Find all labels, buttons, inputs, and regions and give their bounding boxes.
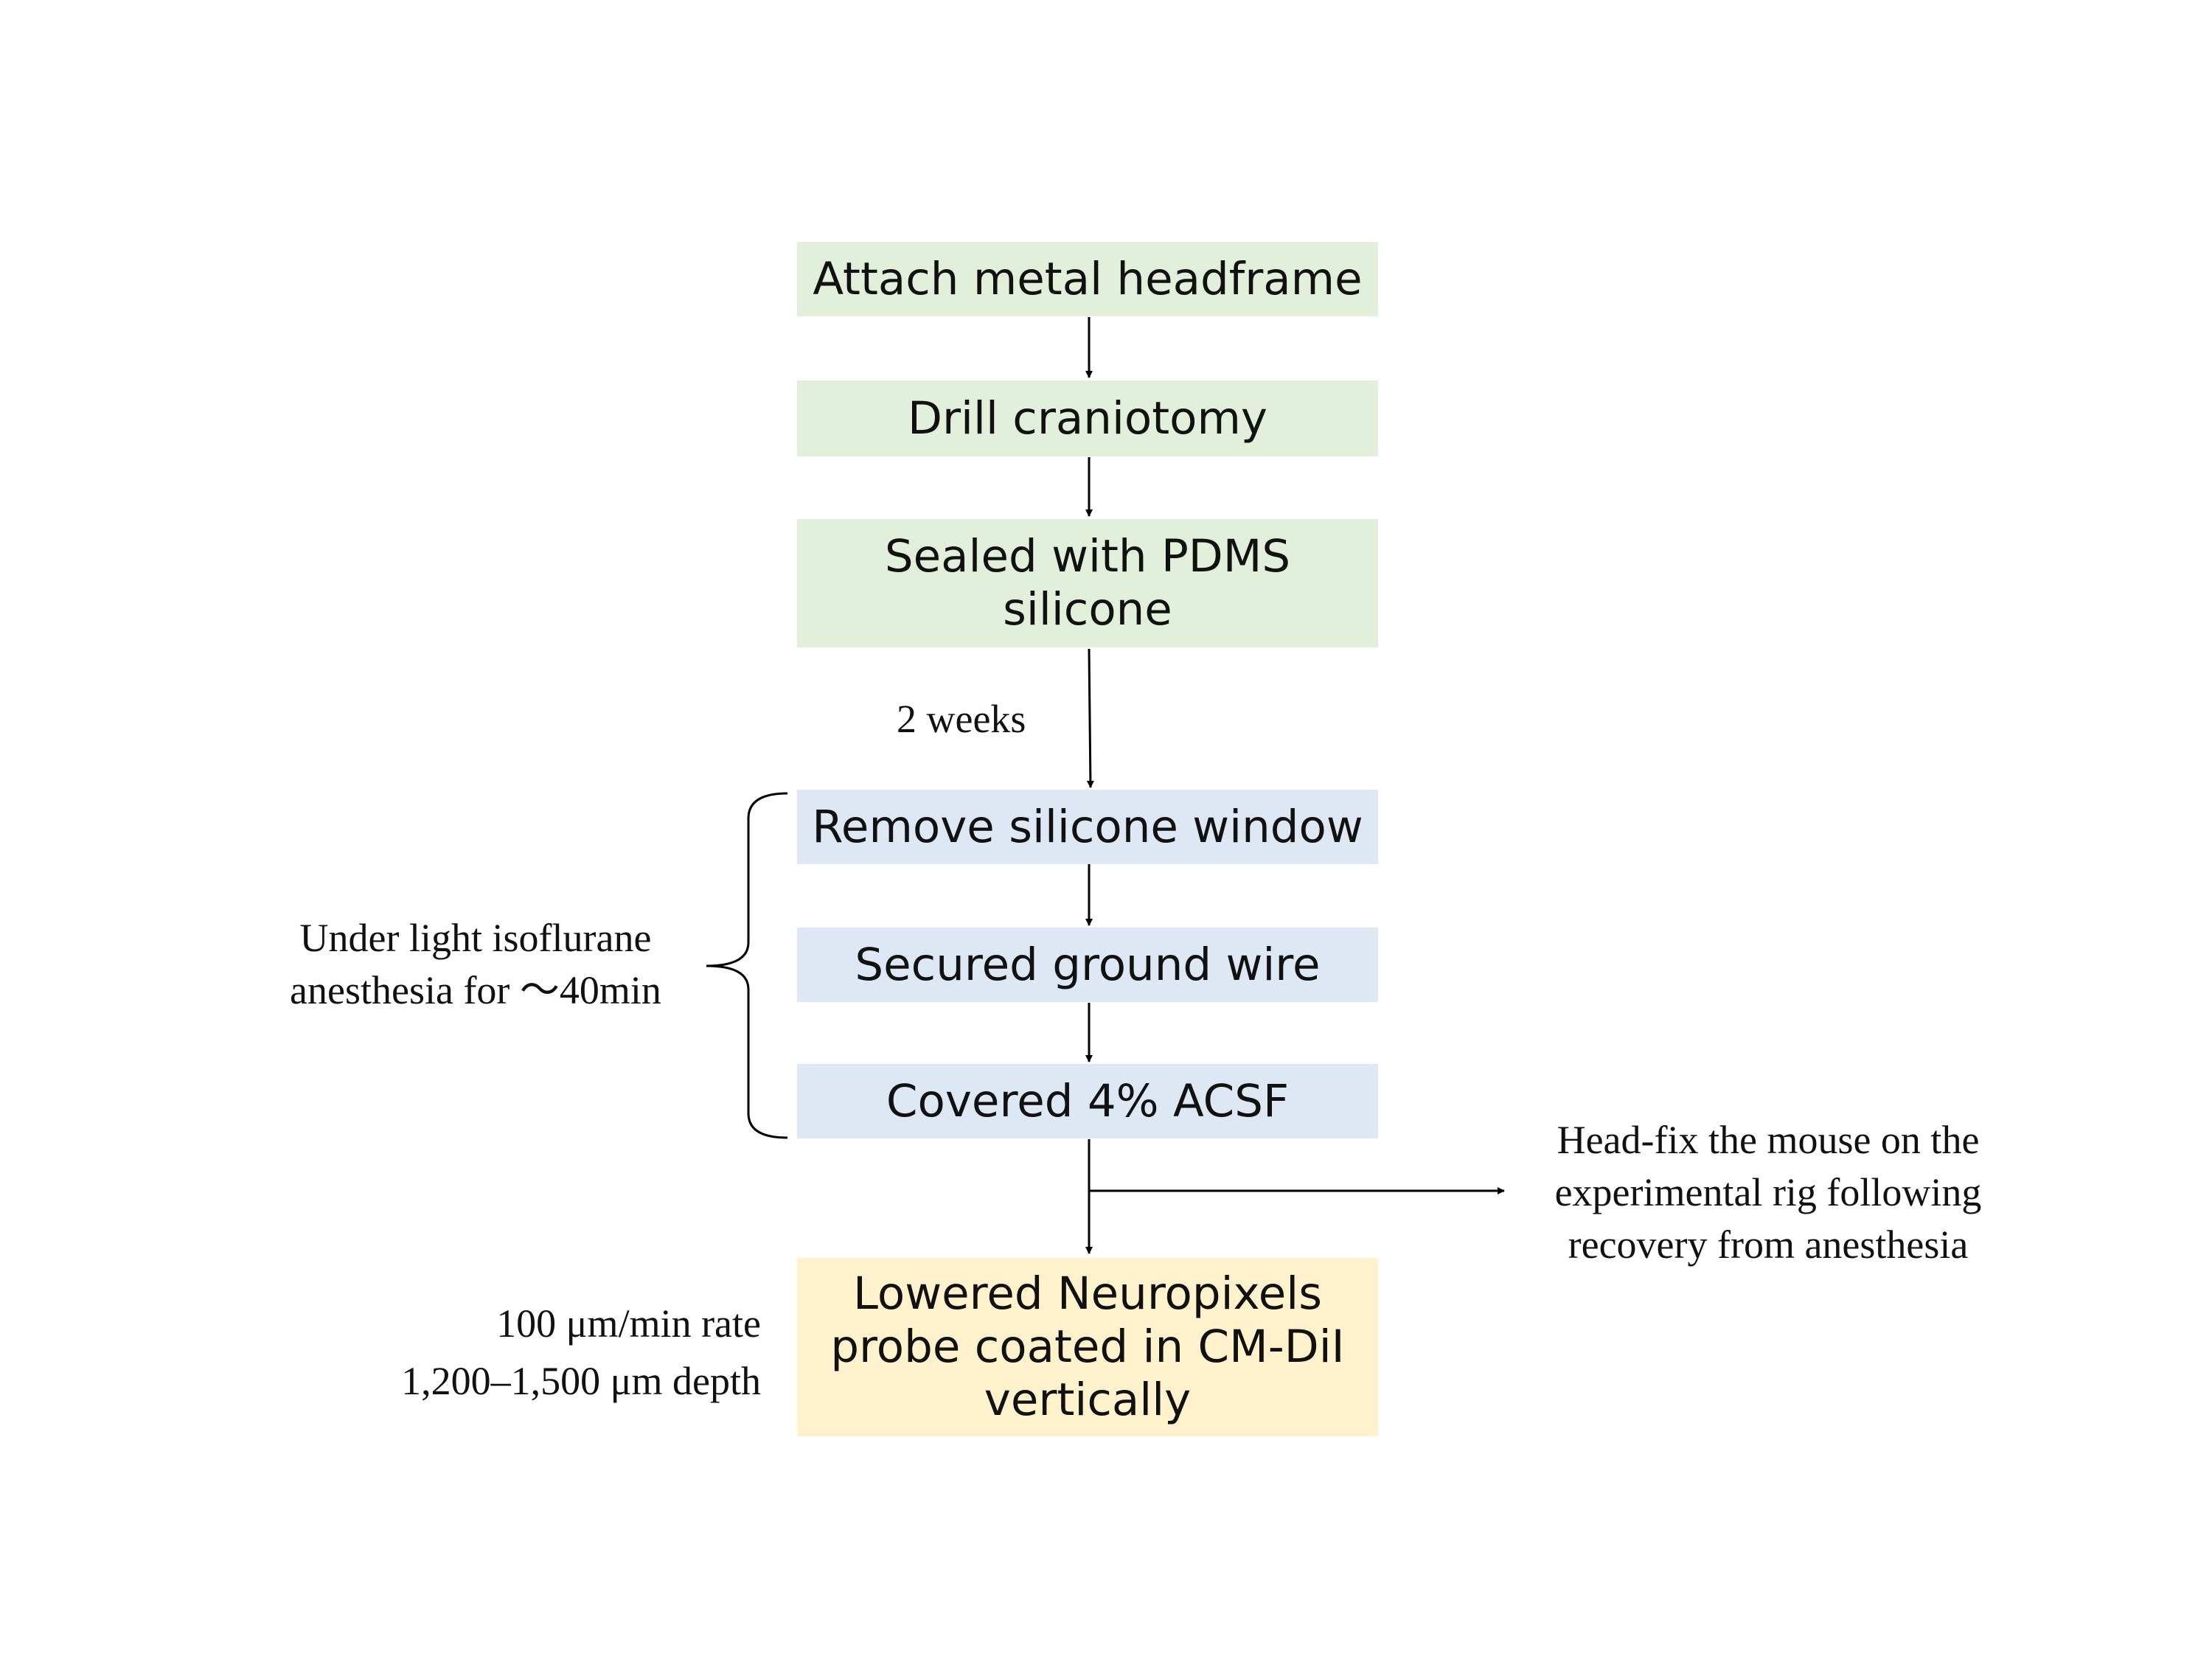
arrow-sealed-to-remove — [1086, 648, 1094, 788]
step-lowered-probe-line-2: probe coated in CM-DiI — [830, 1321, 1345, 1373]
anesthesia-note-line-2: anesthesia for ～40min — [290, 968, 661, 1012]
step-attach-headframe: Attach metal headframe — [797, 242, 1378, 316]
headfix-note-line-1: Head-fix the mouse on the — [1557, 1118, 1980, 1162]
interval-note-text: 2 weeks — [897, 697, 1026, 741]
anesthesia-note-line-1: Under light isoflurane — [299, 916, 652, 960]
anesthesia-bracket — [706, 792, 788, 1139]
headfix-note: Head-fix the mouse on the experimental r… — [1525, 1114, 2011, 1271]
anesthesia-note: Under light isoflurane anesthesia for ～4… — [269, 912, 682, 1017]
step-sealed-pdms: Sealed with PDMS silicone — [797, 519, 1378, 647]
step-covered-acsf: Covered 4% ACSF — [797, 1064, 1378, 1138]
step-drill-craniotomy: Drill craniotomy — [797, 380, 1378, 456]
interval-note: 2 weeks — [897, 693, 1026, 745]
step-secured-ground: Secured ground wire — [797, 928, 1378, 1002]
step-lowered-probe-line-1: Lowered Neuropixels — [852, 1267, 1323, 1320]
step-remove-window-label: Remove silicone window — [812, 800, 1363, 853]
step-covered-acsf-label: Covered 4% ACSF — [886, 1074, 1290, 1127]
probe-params-note: 100 μm/min rate 1,200–1,500 μm depth — [324, 1295, 761, 1410]
step-sealed-pdms-line-1: Sealed with PDMS — [884, 530, 1291, 582]
step-lowered-probe-line-3: vertically — [984, 1374, 1192, 1426]
step-attach-headframe-label: Attach metal headframe — [813, 252, 1363, 305]
probe-depth: 1,200–1,500 μm depth — [401, 1359, 761, 1403]
headfix-note-line-2: experimental rig following — [1554, 1170, 1982, 1214]
headfix-note-line-3: recovery from anesthesia — [1568, 1222, 1969, 1267]
step-remove-window: Remove silicone window — [797, 790, 1378, 864]
probe-rate: 100 μm/min rate — [496, 1301, 761, 1346]
step-drill-craniotomy-label: Drill craniotomy — [908, 392, 1267, 445]
step-lowered-probe: Lowered Neuropixels probe coated in CM-D… — [797, 1258, 1378, 1436]
step-secured-ground-label: Secured ground wire — [855, 938, 1321, 991]
step-sealed-pdms-line-2: silicone — [1003, 583, 1172, 636]
